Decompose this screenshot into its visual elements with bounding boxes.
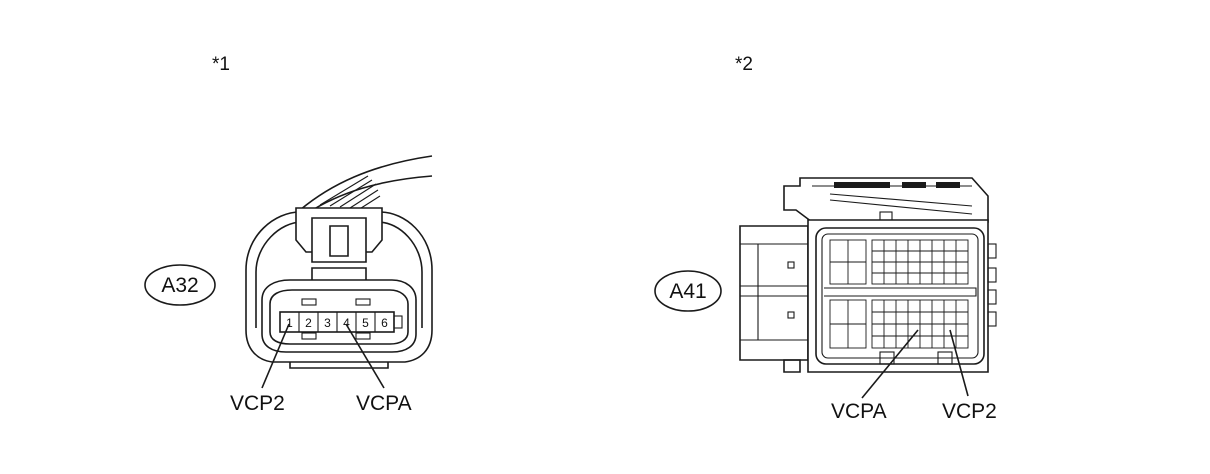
a41-top-housing — [783, 177, 989, 223]
wire-harness — [299, 155, 433, 215]
a41-pin-grid-upper — [829, 239, 969, 285]
view-1: *1 A32 — [144, 54, 433, 415]
a41-leader-vcpa — [861, 329, 919, 399]
a32-pin-3: 3 — [324, 316, 331, 330]
a32-pin-5: 5 — [362, 316, 369, 330]
view-2-marker: *2 — [735, 54, 753, 75]
a32-pin-1: 1 — [286, 316, 293, 330]
a32-connector-body — [245, 207, 433, 369]
a41-leader-vcp2 — [949, 329, 969, 397]
a32-callout-vcpa: VCPA — [356, 392, 412, 415]
connector-id-a41: A41 — [654, 270, 722, 312]
a41-callout-vcp2: VCP2 — [942, 400, 997, 423]
a32-callout-vcp2: VCP2 — [230, 392, 285, 415]
a32-pin-2: 2 — [305, 316, 312, 330]
connector-id-a41-text: A41 — [669, 280, 706, 303]
a32-pin-4: 4 — [343, 316, 350, 330]
a32-pin-6: 6 — [381, 316, 388, 330]
view-1-marker: *1 — [212, 54, 230, 75]
a32-leader-vcp2 — [261, 323, 290, 389]
a41-divider — [824, 287, 977, 297]
connector-id-a32: A32 — [144, 264, 216, 306]
connector-id-a32-text: A32 — [161, 274, 198, 297]
view-2: *2 A41 — [654, 54, 997, 423]
a41-side-block — [739, 225, 809, 373]
a32-leader-vcpa — [345, 323, 385, 389]
a32-pin-row: 1 2 3 4 5 6 — [279, 311, 403, 333]
a41-callout-vcpa: VCPA — [831, 400, 887, 423]
